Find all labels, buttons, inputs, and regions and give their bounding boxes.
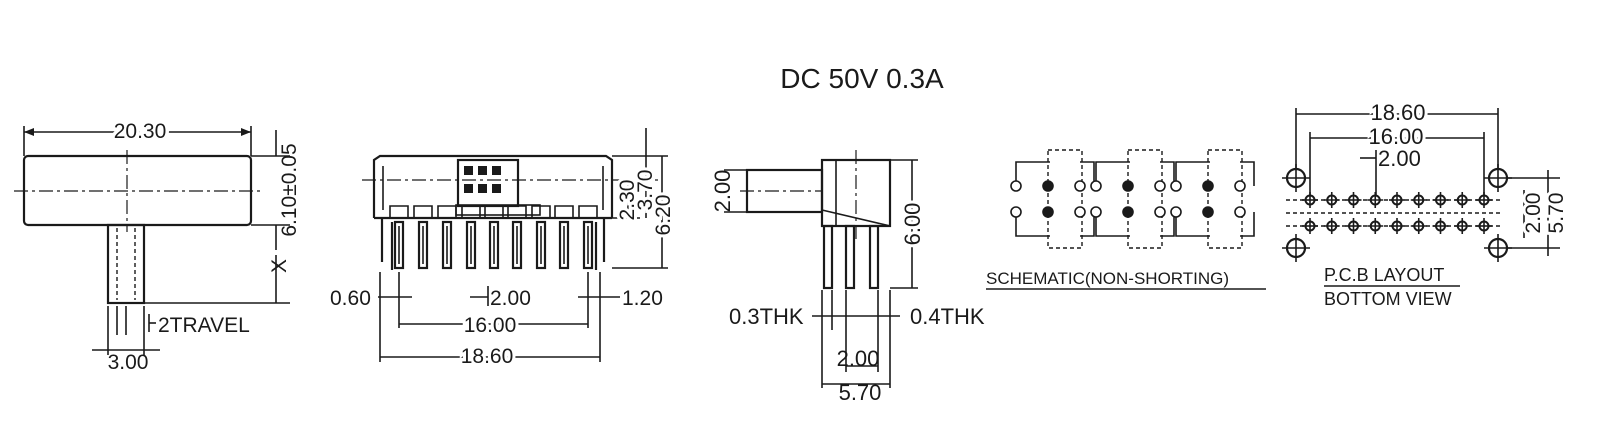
dim-1-20: 1.20: [622, 287, 663, 310]
terminal-tab: [531, 205, 551, 218]
terminal-pin: [535, 220, 547, 270]
terminal-tab: [554, 205, 574, 218]
schematic-terminal: [1090, 180, 1102, 192]
schematic-caption: SCHEMATIC(NON-SHORTING): [986, 269, 1229, 288]
end-view: 2.00 6.00 0.3THK 0.4THK 2.00 5.70: [710, 150, 985, 405]
schematic-terminal: [1154, 180, 1166, 192]
terminal-pin: [558, 220, 570, 270]
x-dim: X: [268, 259, 291, 273]
dim-2-30: 2.30: [616, 180, 639, 221]
side-view: 20.30 6.10±0.05 X 2TRAVEL 3.00: [14, 117, 301, 374]
schematic-terminal: [1074, 206, 1086, 218]
terminal-pin: [582, 220, 594, 270]
schematic-terminal: [1170, 206, 1182, 218]
terminal-pin: [488, 220, 500, 270]
terminal-tab: [461, 205, 481, 218]
pcb-pads: [1302, 192, 1492, 234]
schematic-terminal: [1170, 180, 1182, 192]
terminal-pin: [417, 220, 429, 270]
dim-18-60: 18.60: [461, 345, 514, 368]
terminal-tab: [437, 205, 457, 218]
schematic-terminal: [1202, 180, 1214, 192]
knob-height-dim: 2.00: [710, 170, 735, 213]
pcb-caption-line1: P.C.B LAYOUT: [1324, 265, 1444, 285]
pcb-row-pitch-dim: 2.00: [1522, 193, 1545, 234]
height-dim: 6.10±0.05: [278, 143, 301, 236]
schematic-contact-box: [1047, 149, 1083, 249]
width-dim: 20.30: [114, 120, 167, 143]
schematic-terminal: [1202, 206, 1214, 218]
terminal-tab: [484, 205, 504, 218]
dim-2-00-pitch: 2.00: [490, 287, 531, 310]
pcb-layout: 18.60 16.00 2.00 2.00 5.70 P.: [1282, 97, 1571, 309]
schematic-terminal: [1074, 180, 1086, 192]
terminal-tab: [413, 205, 433, 218]
dim-16-00: 16.00: [464, 314, 517, 337]
schematic-terminal: [1234, 180, 1246, 192]
terminal-pin: [393, 220, 405, 270]
dim-3-70: 3.70: [634, 170, 657, 211]
rating-label: DC 50V 0.3A: [780, 63, 944, 94]
front-pins: [380, 205, 606, 270]
pcb-height-dim: 5.70: [1545, 193, 1568, 234]
schematic-contact-box: [1127, 149, 1163, 249]
dim-6-20: 6.20: [652, 195, 675, 236]
knob-width-dim: 3.00: [108, 351, 149, 374]
dim-0-60: 0.60: [330, 287, 371, 310]
schematic-terminal: [1154, 206, 1166, 218]
terminal-tab: [507, 205, 527, 218]
schematic-terminal: [1122, 180, 1134, 192]
schematic-terminal: [1234, 206, 1246, 218]
right-thk-label: 0.4THK: [910, 304, 985, 329]
front-view: 2.30 3.70 6.20 0.60 2.00 1.20 16.00 18.6…: [330, 128, 678, 371]
schematic-terminal: [1010, 180, 1022, 192]
pcb-pitch-dim: 2.00: [1378, 146, 1421, 171]
terminal-tab: [389, 205, 409, 218]
terminal-pin: [511, 220, 523, 270]
schematic-terminal: [1122, 206, 1134, 218]
schematic-terminal: [1042, 206, 1054, 218]
pcb-inner-dim: 16.00: [1368, 124, 1423, 149]
schematic-terminal: [1090, 206, 1102, 218]
end-height-dim: 6.00: [900, 203, 925, 246]
travel-label: 2TRAVEL: [158, 314, 250, 337]
pcb-caption-line2: BOTTOM VIEW: [1324, 289, 1452, 309]
schematic-terminal: [1042, 180, 1054, 192]
schematic: SCHEMATIC(NON-SHORTING): [986, 149, 1266, 290]
schematic-contact-box: [1207, 149, 1243, 249]
end-pins: [822, 224, 880, 290]
schematic-terminal: [1010, 206, 1022, 218]
actuator-knob: [106, 223, 146, 305]
end-pitch-dim: 2.00: [837, 346, 880, 371]
mount-holes: [1282, 164, 1512, 262]
terminal-pin: [441, 220, 453, 270]
pcb-outer-dim: 18.60: [1370, 100, 1425, 125]
left-thk-label: 0.3THK: [729, 304, 804, 329]
terminal-pin: [465, 220, 477, 270]
frame-outline: [372, 154, 614, 218]
terminal-tab: [578, 205, 598, 218]
end-width-dim: 5.70: [839, 380, 882, 405]
